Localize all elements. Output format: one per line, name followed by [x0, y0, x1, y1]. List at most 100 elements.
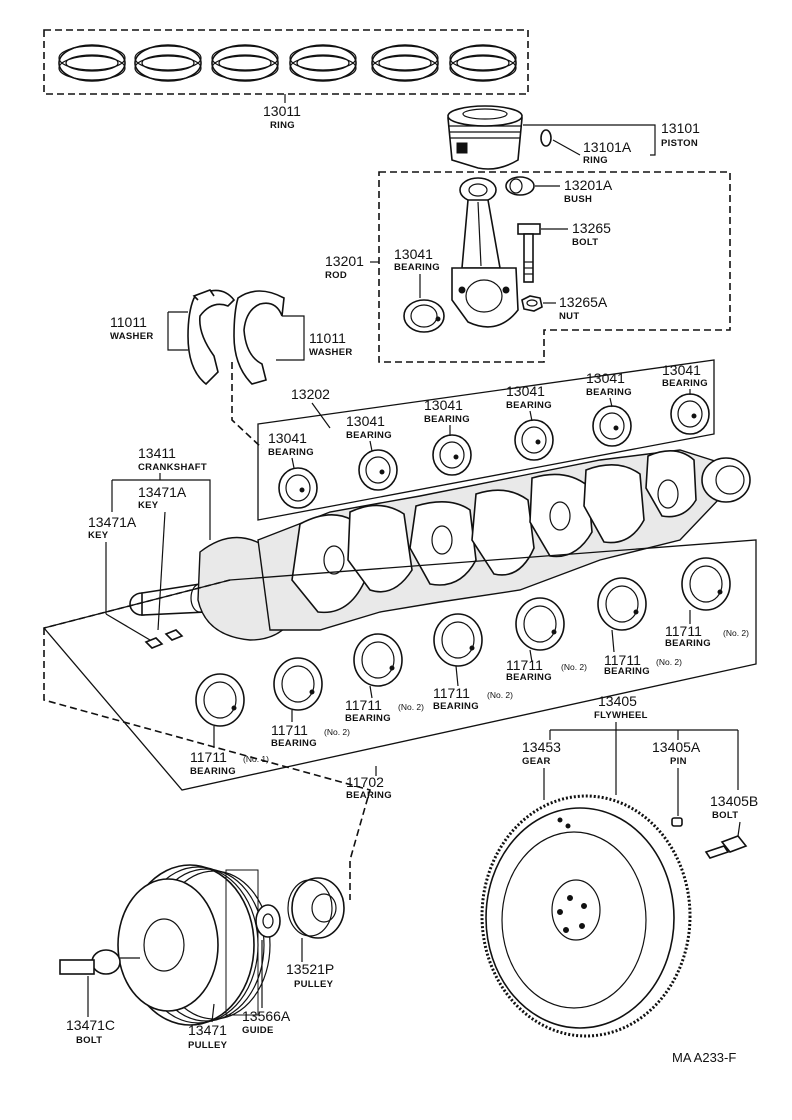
timing-pulley — [287, 877, 345, 939]
main-bearing-1 — [195, 673, 245, 727]
key-13471a-left-number: 13471A — [88, 514, 137, 530]
bearing-11711-no2-d-suffix: (No. 2) — [487, 690, 513, 700]
crankshaft-pulley — [117, 864, 271, 1026]
figure-code: MA A233-F — [672, 1050, 736, 1065]
gear-13453-name: GEAR — [522, 756, 551, 767]
pulley-guide — [255, 904, 281, 938]
flywheel-group: 13405 FLYWHEEL 13453 GEAR 13405A PIN 134… — [480, 693, 758, 1038]
bearing-13041-2-number: 13041 — [346, 413, 385, 429]
bearing-11711-no2-b-suffix: (No. 2) — [656, 657, 682, 667]
main-bearing-3 — [353, 633, 403, 687]
piston-13101-number: 13101 — [661, 120, 700, 136]
flywheel-13405-name: FLYWHEEL — [594, 710, 648, 721]
piston-13101-name: PISTON — [661, 138, 698, 149]
bearing-11711-no2-c-number: 11711 — [506, 657, 543, 673]
pin-13405a-name: PIN — [670, 756, 687, 767]
bearing-13041-rod-name: BEARING — [394, 262, 440, 273]
pulley-bolt — [59, 949, 140, 975]
crankshaft-key-upper — [164, 629, 184, 641]
bearing-11711-no2-e-number: 11711 — [345, 697, 382, 713]
bearing-13041-2-name: BEARING — [346, 430, 392, 441]
bearing-13041-5-name: BEARING — [586, 387, 632, 398]
bolt-13405b-name: BOLT — [712, 810, 738, 821]
bearing-11711-no2-a-name: BEARING — [665, 638, 711, 649]
bearing-13041-1-name: BEARING — [268, 447, 314, 458]
pulley-group: 13471C BOLT 13471 PULLEY 13566A GUIDE 13… — [59, 864, 345, 1051]
flywheel-pin — [671, 817, 683, 827]
bearing-13041-5-number: 13041 — [586, 370, 625, 386]
bearing-13041-4-number: 13041 — [506, 383, 545, 399]
ring-13101a-number: 13101A — [583, 139, 632, 155]
crankshaft — [129, 449, 751, 641]
key-13471a-left-name: KEY — [88, 530, 109, 541]
pin-13405a-number: 13405A — [652, 739, 701, 755]
piston-ring-set — [58, 44, 517, 82]
rod-bearing-set-13202: 13202 13041 BEARING 13041 BEARING 13041 … — [257, 359, 715, 521]
bush-13201a-number: 13201A — [564, 177, 613, 193]
bearing-11711-no2-d-name: BEARING — [433, 701, 479, 712]
piston-pin-ring — [540, 129, 552, 147]
bearing-11711-no1-name: BEARING — [190, 766, 236, 777]
ring-13101a-name: RING — [583, 155, 608, 166]
bearing-13041-3-number: 13041 — [424, 397, 463, 413]
rod-bolt — [517, 223, 541, 283]
main-bearing-4 — [433, 613, 483, 667]
pulley-13521p-name: PULLEY — [294, 979, 334, 990]
bearing-11711-no2-e-suffix: (No. 2) — [398, 702, 424, 712]
ring-13011-name: RING — [270, 120, 295, 131]
bearing-13041-rod-number: 13041 — [394, 246, 433, 262]
thrust-washers-group: 11011 WASHER 11011 WASHER — [110, 289, 353, 449]
bearing-11711-no2-e-name: BEARING — [345, 713, 391, 724]
ring-13011-number: 13011 — [263, 103, 301, 119]
bearing-set-11702-name: BEARING — [346, 790, 392, 801]
bearing-11711-no1-suffix: (No. 1) — [243, 754, 269, 764]
bearing-11711-no2-d-number: 11711 — [433, 685, 470, 701]
bolt-13471c-name: BOLT — [76, 1035, 102, 1046]
main-bearing-5 — [515, 597, 565, 651]
rod-nut — [521, 295, 543, 312]
bearing-11711-no2-c-name: BEARING — [506, 672, 552, 683]
guide-13566a-number: 13566A — [242, 1008, 291, 1024]
bearing-11711-no2-f-suffix: (No. 2) — [324, 727, 350, 737]
rod-bush — [505, 176, 535, 196]
main-bearing-2 — [273, 657, 323, 711]
bearing-13041-3-name: BEARING — [424, 414, 470, 425]
flywheel-13405-number: 13405 — [598, 693, 637, 709]
main-bearing-set-11702: 11711 (No. 2) BEARING 11711 (No. 2) BEAR… — [42, 539, 757, 900]
bearing-11711-no2-a-suffix: (No. 2) — [723, 628, 749, 638]
pulley-13471-name: PULLEY — [188, 1040, 228, 1051]
washer-11011-left-name: WASHER — [110, 331, 154, 342]
bush-13201a-name: BUSH — [564, 194, 592, 205]
crankshaft-key-left — [144, 637, 164, 649]
key-13471a-upper-name: KEY — [138, 500, 159, 511]
rod-bearing-5 — [592, 405, 632, 447]
bolt-13471c-number: 13471C — [66, 1017, 115, 1033]
piston-rings-group: 13011 RING — [43, 29, 529, 131]
washer-11011-right-name: WASHER — [309, 347, 353, 358]
thrust-washer-left — [187, 289, 236, 386]
pulley-13471-number: 13471 — [188, 1022, 227, 1038]
piston — [447, 105, 523, 170]
washer-11011-left-number: 11011 — [110, 314, 147, 330]
crankshaft-13411-number: 13411 — [138, 445, 176, 461]
bolt-13265-name: BOLT — [572, 237, 598, 248]
bearing-13041-4-name: BEARING — [506, 400, 552, 411]
set-13202-number: 13202 — [291, 386, 330, 402]
piston-group: 13101A RING 13101 PISTON — [447, 105, 700, 170]
rod-bearing-1 — [278, 467, 318, 509]
connecting-rod — [451, 177, 519, 328]
thrust-washer-right — [233, 290, 285, 385]
flywheel — [480, 794, 692, 1038]
gear-13453-number: 13453 — [522, 739, 561, 755]
rod-bearing-shell — [403, 299, 445, 333]
bolt-13405b-number: 13405B — [710, 793, 758, 809]
nut-13265a-name: NUT — [559, 311, 579, 322]
rod-bearing-4 — [514, 419, 554, 461]
guide-13566a-name: GUIDE — [242, 1025, 274, 1036]
key-13471a-upper-number: 13471A — [138, 484, 187, 500]
main-bearing-7 — [681, 557, 731, 611]
bearing-11711-no2-f-name: BEARING — [271, 738, 317, 749]
rod-13201-name: ROD — [325, 270, 347, 281]
connecting-rod-group: 13201A BUSH 13265 BOLT 13265A NUT 13041 … — [325, 171, 731, 363]
